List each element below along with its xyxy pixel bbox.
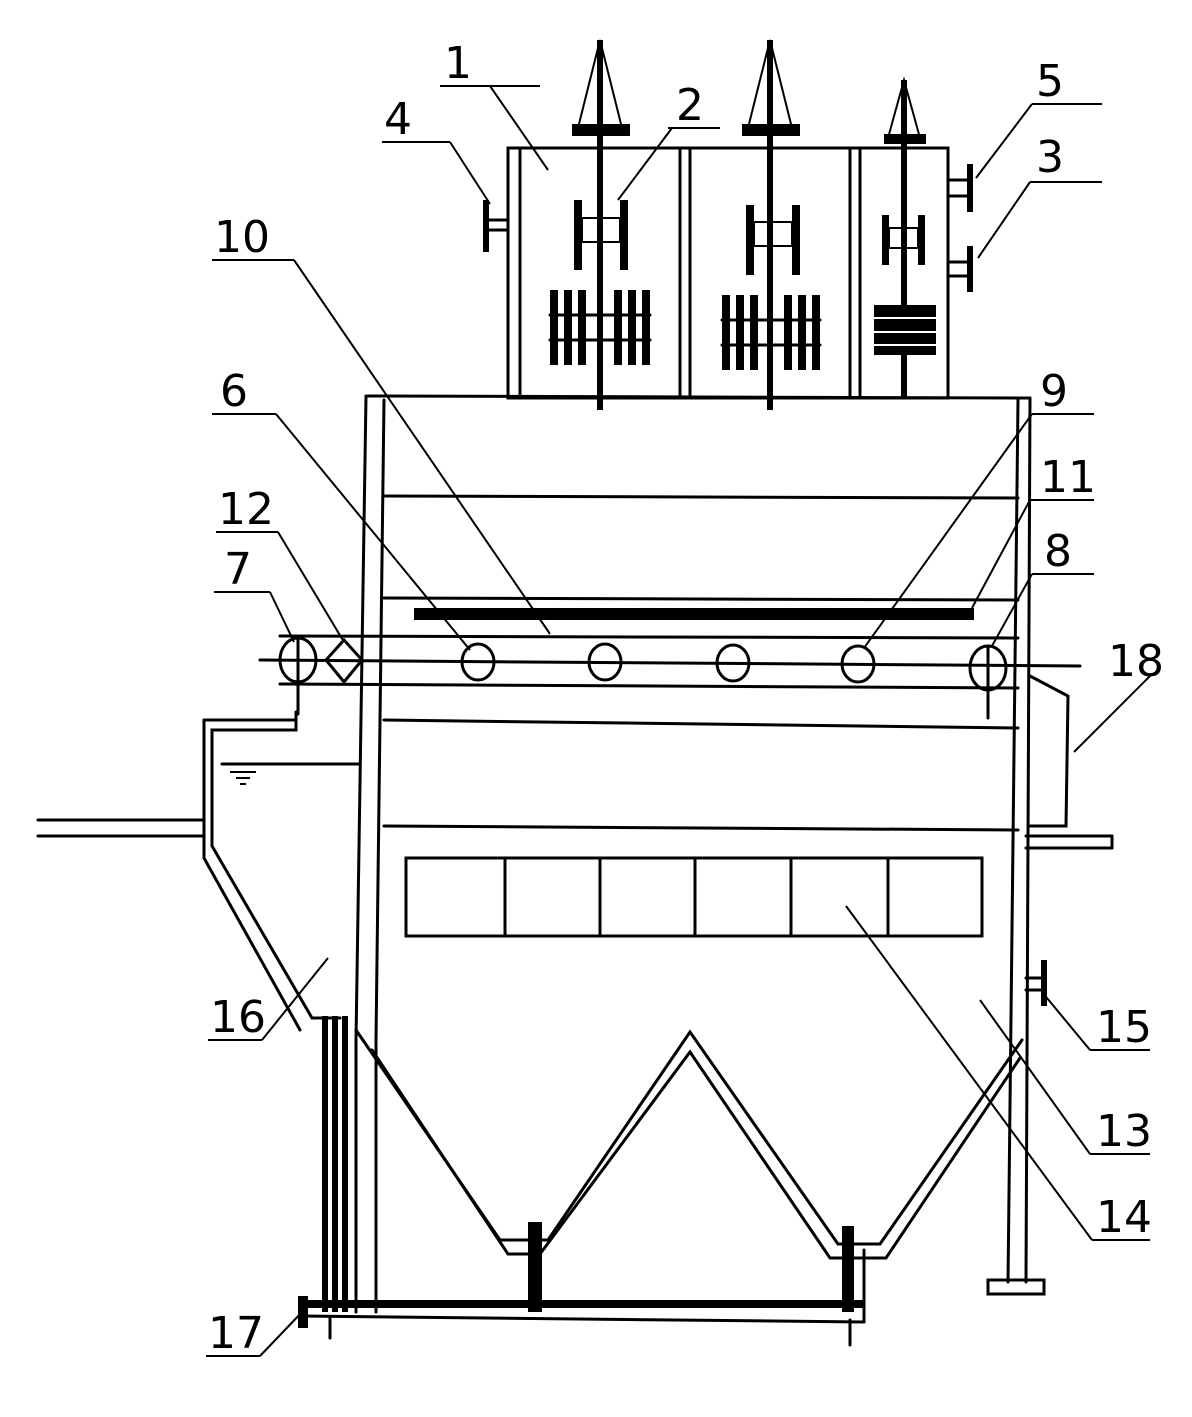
- bar-11: [414, 608, 974, 620]
- agitator-left: [548, 39, 652, 410]
- agitator-middle: [720, 39, 822, 410]
- filter-modules-14: [404, 856, 984, 938]
- label-7: 7: [224, 544, 252, 595]
- label-10: 10: [214, 212, 270, 263]
- label-9: 9: [1040, 366, 1068, 417]
- label-12: 12: [218, 484, 274, 535]
- support-leg: [986, 1278, 1046, 1296]
- agitator-right: [874, 76, 936, 398]
- hopper-bottom: [354, 1028, 1024, 1312]
- label-14: 14: [1096, 1192, 1152, 1243]
- nozzle-4: [483, 200, 510, 252]
- label-11: 11: [1040, 452, 1096, 503]
- nozzle-3: [946, 246, 973, 292]
- nozzle-5: [946, 164, 973, 212]
- label-4: 4: [384, 94, 412, 145]
- main-vessel: [354, 394, 1032, 1284]
- leader-lines: [206, 85, 1151, 1357]
- label-3: 3: [1036, 132, 1064, 183]
- label-17: 17: [208, 1308, 264, 1359]
- settling-tank-16: [36, 710, 362, 1032]
- label-5: 5: [1036, 56, 1064, 107]
- label-13: 13: [1096, 1106, 1152, 1157]
- spray-pipe: [258, 634, 1082, 720]
- chamber-18: [1028, 674, 1070, 828]
- label-16: 16: [210, 992, 266, 1043]
- label-15: 15: [1096, 1002, 1152, 1053]
- label-2: 2: [676, 80, 704, 131]
- label-8: 8: [1044, 526, 1072, 577]
- nozzle-15: [1024, 960, 1047, 1006]
- right-outlet-pipe: [1024, 834, 1114, 850]
- label-6: 6: [220, 366, 248, 417]
- part-labels: 1 2 3 4 5 6 7 8 9 10 11 12 13 14 15 16 1…: [208, 38, 1164, 1359]
- label-1: 1: [444, 38, 472, 89]
- label-18: 18: [1108, 636, 1164, 687]
